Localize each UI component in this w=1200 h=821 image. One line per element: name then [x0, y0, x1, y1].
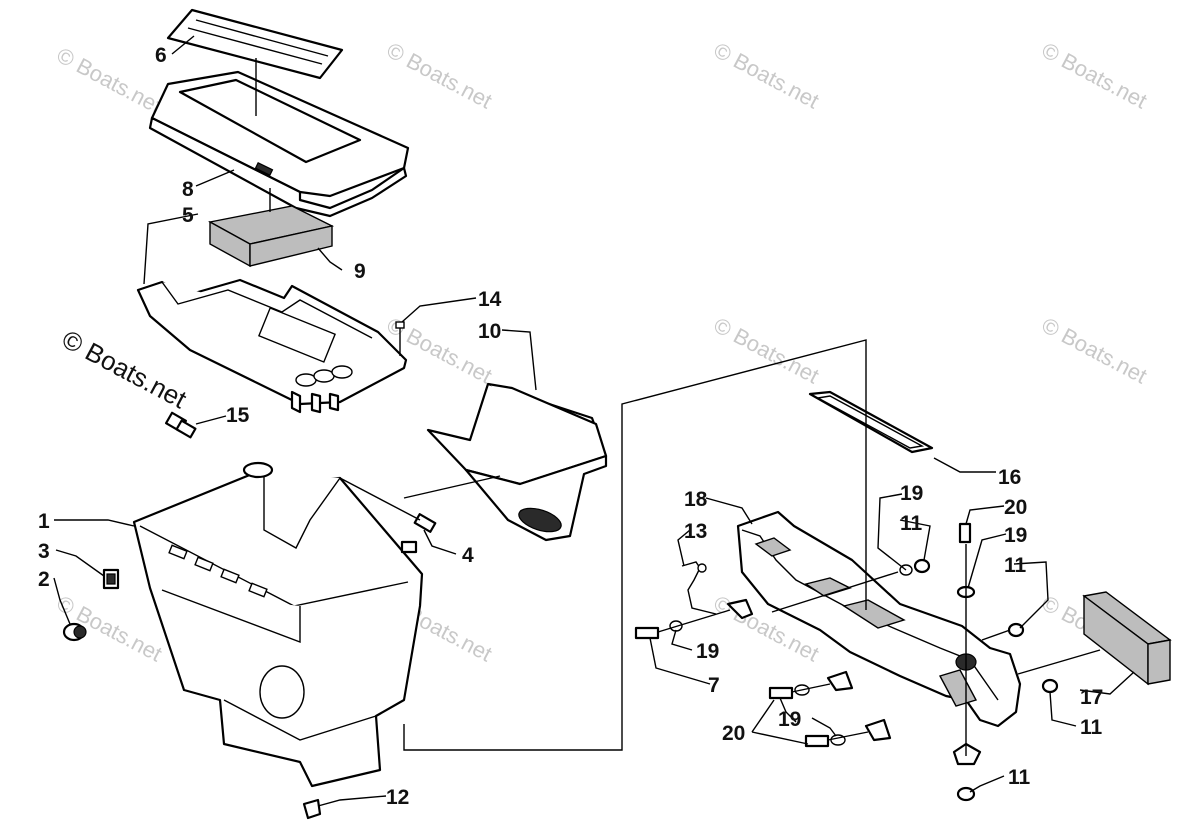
watermark-text: © Boats.net: [710, 37, 824, 113]
watermark-text: © Boats.net: [1038, 37, 1152, 113]
callout-3: 3: [38, 540, 50, 563]
watermark-text: © Boats.net: [53, 42, 167, 118]
callout-labels: 6 8 5 9 14 10 15 1 3 2 4 12 18 13 16 19 …: [38, 44, 1103, 809]
watermark-text-dark: © Boats.net: [57, 324, 192, 415]
callout-19a: 19: [900, 482, 923, 505]
callout-7: 7: [708, 674, 720, 697]
callout-11d: 11: [1008, 766, 1031, 789]
part-5-tray: [136, 278, 408, 414]
part-1-airbox: [132, 461, 424, 788]
callout-1: 1: [38, 510, 50, 533]
callout-2: 2: [38, 568, 50, 591]
part-14-screw: [395, 321, 405, 356]
part-6-decal: [166, 8, 344, 80]
callout-9: 9: [354, 260, 366, 283]
part-3-label: [102, 568, 120, 590]
part-17-filter: [1082, 591, 1172, 686]
callout-12: 12: [386, 786, 409, 809]
part-2-grommet: [62, 622, 87, 642]
callout-16: 16: [998, 466, 1021, 489]
part-4-bolt: [413, 513, 437, 533]
callout-11b: 11: [1004, 554, 1027, 577]
callout-13: 13: [684, 520, 707, 543]
callout-15: 15: [226, 404, 250, 427]
callout-leaders: [53, 35, 1135, 807]
part-13-bracket: [681, 561, 717, 615]
part-9-filter-element: [207, 205, 335, 268]
callout-18: 18: [684, 488, 708, 511]
callout-19d: 19: [778, 708, 801, 731]
part-12-plug: [302, 798, 322, 820]
callout-20b: 20: [722, 722, 745, 745]
assembly-lines: [255, 58, 1101, 756]
callout-10: 10: [478, 320, 501, 343]
callout-17: 17: [1080, 686, 1103, 709]
callout-5: 5: [182, 204, 194, 227]
callout-19b: 19: [1004, 524, 1027, 547]
callout-14: 14: [478, 288, 502, 311]
callout-20a: 20: [1004, 496, 1027, 519]
part-16-seal: [808, 390, 934, 454]
callout-6: 6: [155, 44, 167, 67]
part-8-filter-lid: [148, 70, 410, 218]
callout-4: 4: [462, 544, 474, 567]
part-10-duct: [426, 382, 608, 542]
part-18-silencer: [736, 510, 1022, 728]
callout-19c: 19: [696, 640, 719, 663]
part-15-bolt: [164, 411, 197, 439]
callout-11a: 11: [900, 512, 923, 535]
watermark-text: © Boats.net: [1038, 312, 1152, 388]
callout-11c: 11: [1080, 716, 1103, 739]
callout-8: 8: [182, 178, 194, 201]
watermark-text: © Boats.net: [383, 37, 497, 113]
